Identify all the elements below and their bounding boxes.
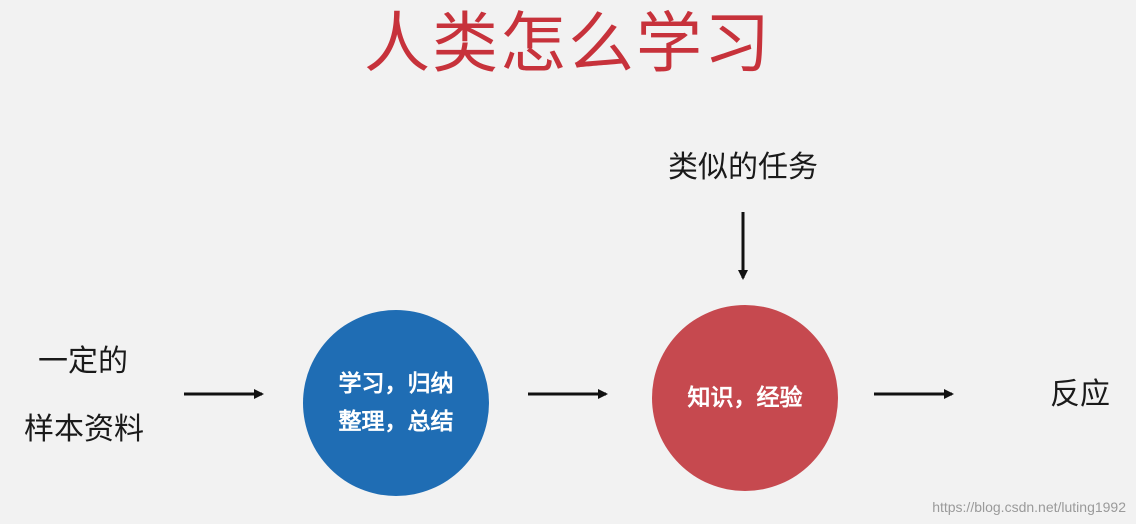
watermark-text: https://blog.csdn.net/luting1992 (932, 499, 1126, 515)
input-label-line2: 样本资料 (24, 412, 144, 447)
input-label-line1: 一定的 (38, 344, 128, 379)
process-label-line2: 整理，总结 (338, 409, 454, 435)
process-node: 学习，归纳 整理，总结 (303, 310, 489, 496)
knowledge-label: 知识，经验 (687, 385, 803, 411)
diagram-title: 人类怎么学习 (364, 5, 772, 82)
task-label: 类似的任务 (668, 150, 818, 185)
knowledge-node: 知识，经验 (652, 305, 838, 491)
process-label-line1: 学习，归纳 (338, 371, 454, 397)
output-label: 反应 (1050, 377, 1110, 412)
